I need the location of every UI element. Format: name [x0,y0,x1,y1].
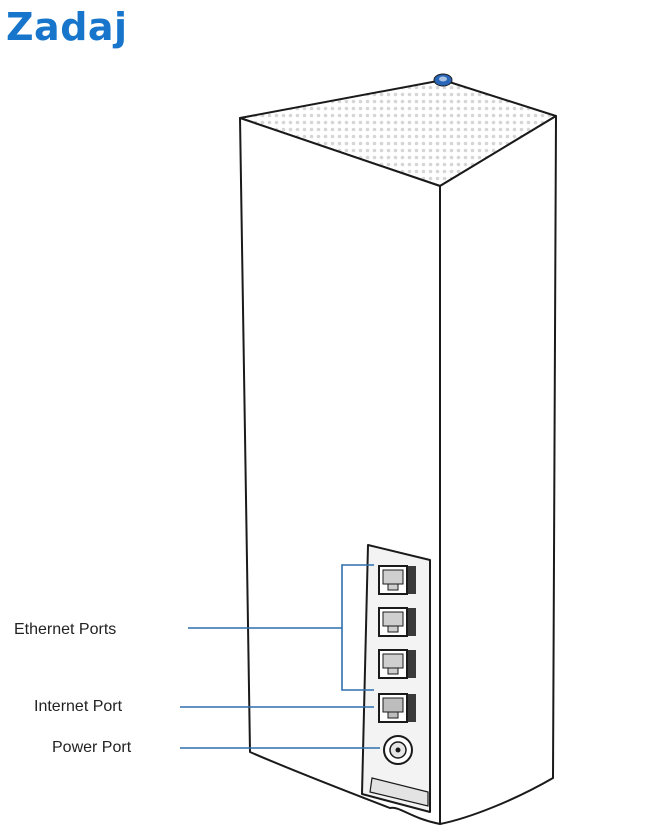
internet-port-label: Internet Port [34,698,123,715]
power-port-label: Power Port [52,739,132,756]
power-port-icon [383,735,413,765]
ethernet-port-icon [378,607,416,637]
ethernet-port-icon [378,649,416,679]
right-face [439,115,557,825]
ethernet-port-icon [378,565,416,595]
ethernet-ports-label: Ethernet Ports [14,621,117,638]
page-title: Zadaj [6,5,128,49]
status-led-icon [433,73,453,87]
internet-port-icon [378,693,416,723]
